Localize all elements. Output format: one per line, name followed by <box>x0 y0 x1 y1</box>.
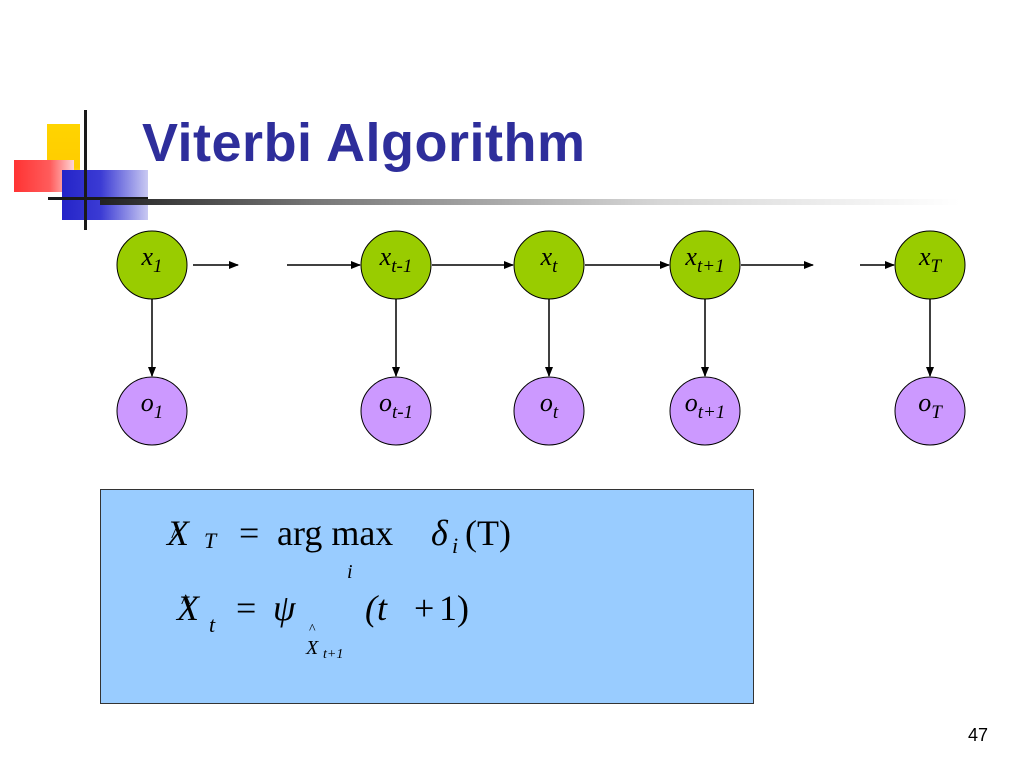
formula-box: ^ X T = arg max i δ i (T) ^ X t = ψ ^ X … <box>100 489 754 704</box>
formula2-psi: ψ <box>273 588 296 628</box>
hat-symbol: ^ <box>309 622 316 637</box>
hidden-state-label-base: x <box>540 242 553 271</box>
observation-label-sub: t+1 <box>698 402 726 423</box>
formula2-arg-open: (t <box>365 588 388 628</box>
hidden-state-label-base: x <box>140 242 153 271</box>
hidden-state-node: xt+1 <box>669 230 741 300</box>
observation-node: o1 <box>116 376 188 446</box>
hidden-state-label-base: x <box>379 242 392 271</box>
decor-blue-square <box>62 170 148 220</box>
observation-label-base: o <box>918 388 931 417</box>
formula1-argmax: arg max <box>277 513 393 553</box>
hidden-state-label: x1 <box>140 242 162 277</box>
observation-label: o1 <box>141 388 164 423</box>
formula2-lhs-sub: t <box>209 612 216 637</box>
hat-symbol: ^ <box>171 525 181 547</box>
hidden-state-label-base: x <box>918 242 931 271</box>
hidden-state-label: xt+1 <box>684 242 724 277</box>
observation-label-base: o <box>379 388 392 417</box>
formula2-equals: = <box>236 588 256 628</box>
formula1-arg: (T) <box>465 513 511 553</box>
observation-label: oT <box>918 388 943 423</box>
hidden-state-node-circle <box>360 230 432 300</box>
observation-label: ot+1 <box>685 388 726 423</box>
observation-node: ot-1 <box>360 376 432 446</box>
hidden-state-label-base: x <box>684 242 697 271</box>
observation-node-circle <box>513 376 585 446</box>
hidden-state-label: xt <box>540 242 559 277</box>
formula1-equals: = <box>239 513 259 553</box>
hidden-state-node: xt <box>513 230 585 300</box>
title-underline <box>100 199 960 205</box>
hidden-state-node-circle <box>116 230 188 300</box>
formula-svg: ^ X T = arg max i δ i (T) ^ X t = ψ ^ X … <box>165 513 511 662</box>
formula1-argmax-sub: i <box>347 561 353 583</box>
observation-node: ot <box>513 376 585 446</box>
formula2-arg-close: 1) <box>439 588 469 628</box>
observation-label-sub: t-1 <box>392 402 413 423</box>
observation-node-circle <box>116 376 188 446</box>
hidden-state-label-sub: t-1 <box>391 256 412 277</box>
formula1-delta-sub: i <box>452 533 458 558</box>
hidden-state-label: xt-1 <box>379 242 413 277</box>
observation-label: ot-1 <box>379 388 413 423</box>
formula1-lhs-sub: T <box>204 528 218 553</box>
observation-label-base: o <box>141 388 154 417</box>
observation-label-sub: 1 <box>154 402 164 423</box>
decor-vertical-line <box>84 110 87 230</box>
observation-label-base: o <box>540 388 553 417</box>
observation-label: ot <box>540 388 559 423</box>
formula2-psi-sub-var: X <box>305 637 319 659</box>
formula2-lhs-var: X <box>175 588 201 628</box>
observation-label-base: o <box>685 388 698 417</box>
hidden-state-node-circle <box>894 230 966 300</box>
formula2-plus: + <box>414 588 434 628</box>
formula1-delta: δ <box>431 513 449 553</box>
hidden-state-node-circle <box>669 230 741 300</box>
hat-symbol: ^ <box>181 591 191 613</box>
observation-node-circle <box>894 376 966 446</box>
observation-node: ot+1 <box>669 376 741 446</box>
formula2-psi-sub-sub: t+1 <box>323 647 343 662</box>
hidden-state-label-sub: t <box>552 256 558 277</box>
hidden-state-label-sub: t+1 <box>697 256 725 277</box>
hidden-state-node-circle <box>513 230 585 300</box>
hidden-state-label-sub: T <box>930 256 942 277</box>
observation-node-circle <box>360 376 432 446</box>
formula1-lhs-var: X <box>165 513 191 553</box>
decor-horizontal-line <box>48 197 148 200</box>
hidden-state-label: xT <box>918 242 943 277</box>
hidden-state-node: x1 <box>116 230 188 300</box>
diagram-edges <box>148 261 934 377</box>
hidden-state-node: xT <box>894 230 966 300</box>
page-number: 47 <box>968 725 989 745</box>
observation-label-sub: t <box>553 402 559 423</box>
observation-node-circle <box>669 376 741 446</box>
hidden-state-node: xt-1 <box>360 230 432 300</box>
slide-title: Viterbi Algorithm <box>142 113 586 173</box>
hidden-state-label-sub: 1 <box>153 256 163 277</box>
observation-node: oT <box>894 376 966 446</box>
formula-line-2: ^ X t = ψ ^ X t+1 (t + 1) <box>175 588 469 662</box>
observation-label-sub: T <box>931 402 943 423</box>
formula-line-1: ^ X T = arg max i δ i (T) <box>165 513 511 583</box>
